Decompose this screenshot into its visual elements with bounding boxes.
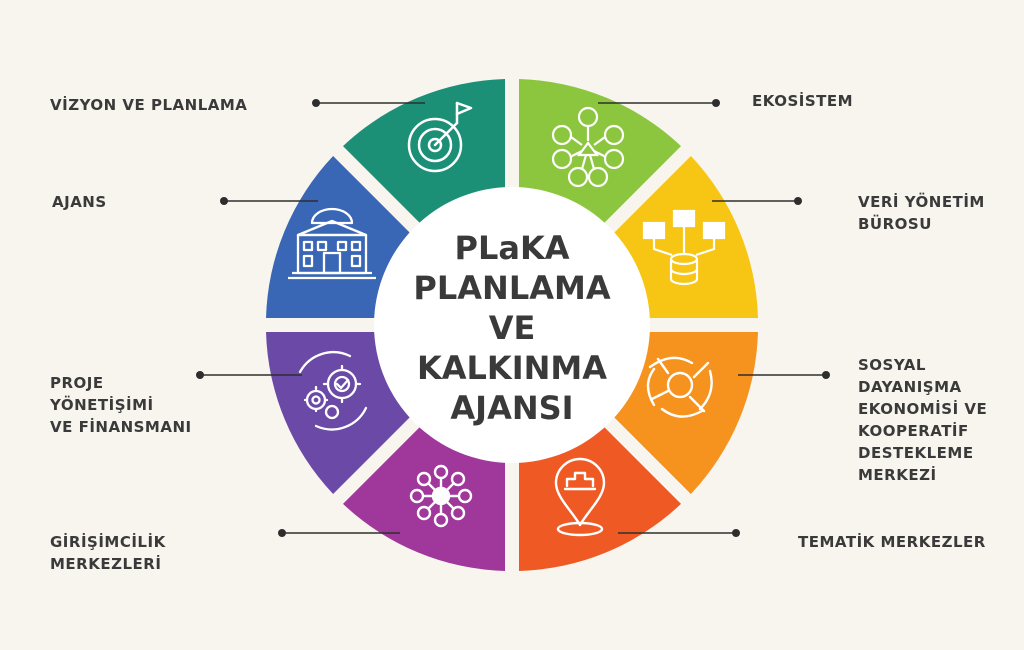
node-network-icon [409,464,473,528]
label-girisimcilik-merkezleri: GİRİŞİMCİLİK MERKEZLERİ [50,533,166,573]
center-title-line: PLANLAMA [413,269,611,307]
center-title-line: PLaKA [454,229,570,267]
target-flag-icon [407,101,473,173]
center-circle [374,187,650,463]
leader-dot-sosyal [822,371,830,379]
leader-dot-ekosistem [712,99,720,107]
label-proje-yonetisimi: PROJE YÖNETİŞİMİ VE FİNANSMANI [50,374,192,436]
building-icon [288,207,376,280]
network-people-icon [551,106,625,188]
leader-dot-girisim [278,529,286,537]
leader-dot-proje [196,371,204,379]
label-tematik-merkezler: TEMATİK MERKEZLER [798,533,986,551]
label-vizyon-ve-planlama: VİZYON VE PLANLAMA [50,96,248,114]
leader-dot-veri [794,197,802,205]
label-ajans: AJANS [52,193,107,211]
label-veri-yonetim-burosu: VERİ YÖNETİM BÜROSU [858,193,985,233]
center-title: PLaKA PLANLAMA VE KALKINMA AJANSI [402,228,622,428]
center-title-line: VE [488,309,536,347]
label-ekosistem: EKOSİSTEM [752,92,854,110]
database-folders-icon [642,209,726,286]
center-title-line: AJANSI [450,389,574,427]
label-sosyal-dayanisma: SOSYAL DAYANIŞMA EKONOMİSİ VE KOOPERATİF… [858,356,988,484]
joined-hands-icon [646,356,713,418]
leader-lines [196,99,830,537]
center-title-line: KALKINMA [416,349,608,387]
leader-dot-tematik [732,529,740,537]
location-pin-icon [554,457,606,537]
leader-dot-vizyon [312,99,320,107]
gears-icon [298,351,368,431]
leader-dot-ajans [220,197,228,205]
